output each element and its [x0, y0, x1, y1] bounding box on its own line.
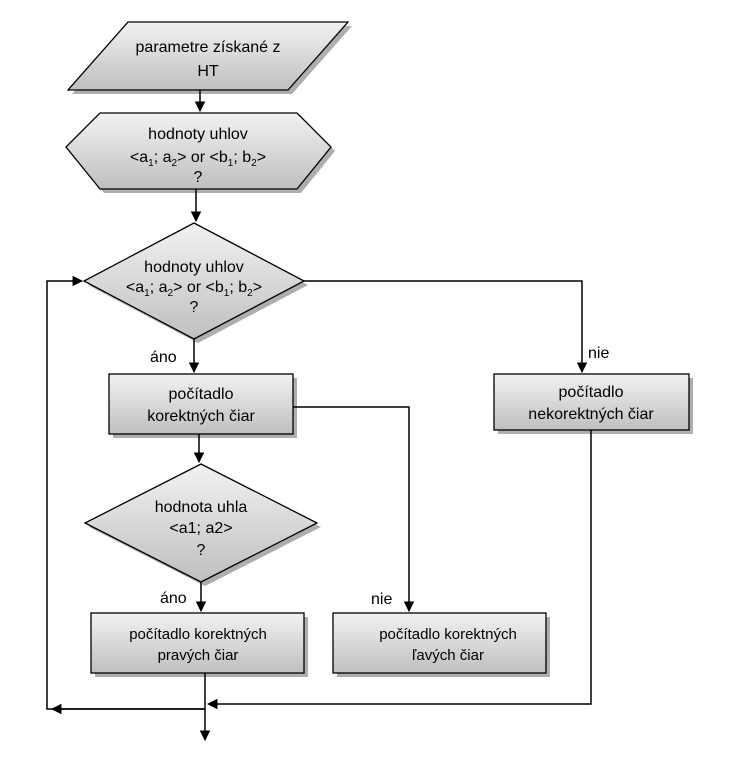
decision-hexagon-angles: hodnoty uhlov <a1; a2> or <b1; b2> ?	[65, 112, 332, 190]
box-right-line1: počítadlo korektných	[129, 626, 267, 643]
label-no-decision2: nie	[588, 345, 609, 362]
box-correct-line2: korektných čiar	[147, 408, 255, 425]
box-incorrect-line2: nekorektných čiar	[528, 406, 654, 423]
decision3-line2: <a1; a2>	[169, 520, 232, 537]
box-right-line2: pravých čiar	[158, 647, 239, 664]
box-right-lines-counter: počítadlo korektných pravých čiar	[90, 612, 305, 674]
box-correct-lines-counter: počítadlo korektných čiar	[108, 373, 294, 435]
input-label-line1: parametre získané z	[136, 39, 281, 56]
label-yes-decision2: áno	[150, 349, 177, 366]
arrow-correct-to-left	[293, 406, 415, 613]
arrow-decision2-no	[304, 280, 588, 374]
decision1-line2: <a1; a2> or <b1; b2>	[130, 149, 266, 169]
arrow-incorrect-return	[206, 430, 592, 710]
decision1-line1: hodnoty uhlov	[148, 126, 248, 143]
decision3-line1: hodnota uhla	[155, 499, 248, 516]
label-yes-decision3: áno	[160, 590, 187, 607]
box-incorrect-lines-counter: počítadlo nekorektných čiar	[493, 373, 690, 431]
box-left-lines-counter: počítadlo korektných ľavých čiar	[332, 612, 547, 674]
decision2-line3: ?	[190, 299, 199, 316]
box-incorrect-line1: počítadlo	[559, 384, 624, 401]
decision2-line1: hodnoty uhlov	[144, 259, 244, 276]
decision-diamond-angle: hodnota uhla <a1; a2> ?	[83, 463, 319, 583]
box-left-line2: ľavých čiar	[412, 647, 484, 664]
decision1-line3: ?	[194, 169, 203, 186]
decision3-line3: ?	[197, 542, 206, 559]
label-no-left: nie	[371, 591, 392, 608]
box-correct-line1: počítadlo	[169, 386, 234, 403]
input-label-line2: HT	[197, 63, 219, 80]
decision-diamond-angles: hodnoty uhlov <a1; a2> or <b1; b2> ?	[82, 222, 306, 340]
decision2-line2: <a1; a2> or <b1; b2>	[126, 279, 262, 299]
input-parallelogram: parametre získané z HT	[66, 21, 350, 91]
connectors	[46, 90, 592, 742]
box-left-line1: počítadlo korektných	[379, 626, 517, 643]
